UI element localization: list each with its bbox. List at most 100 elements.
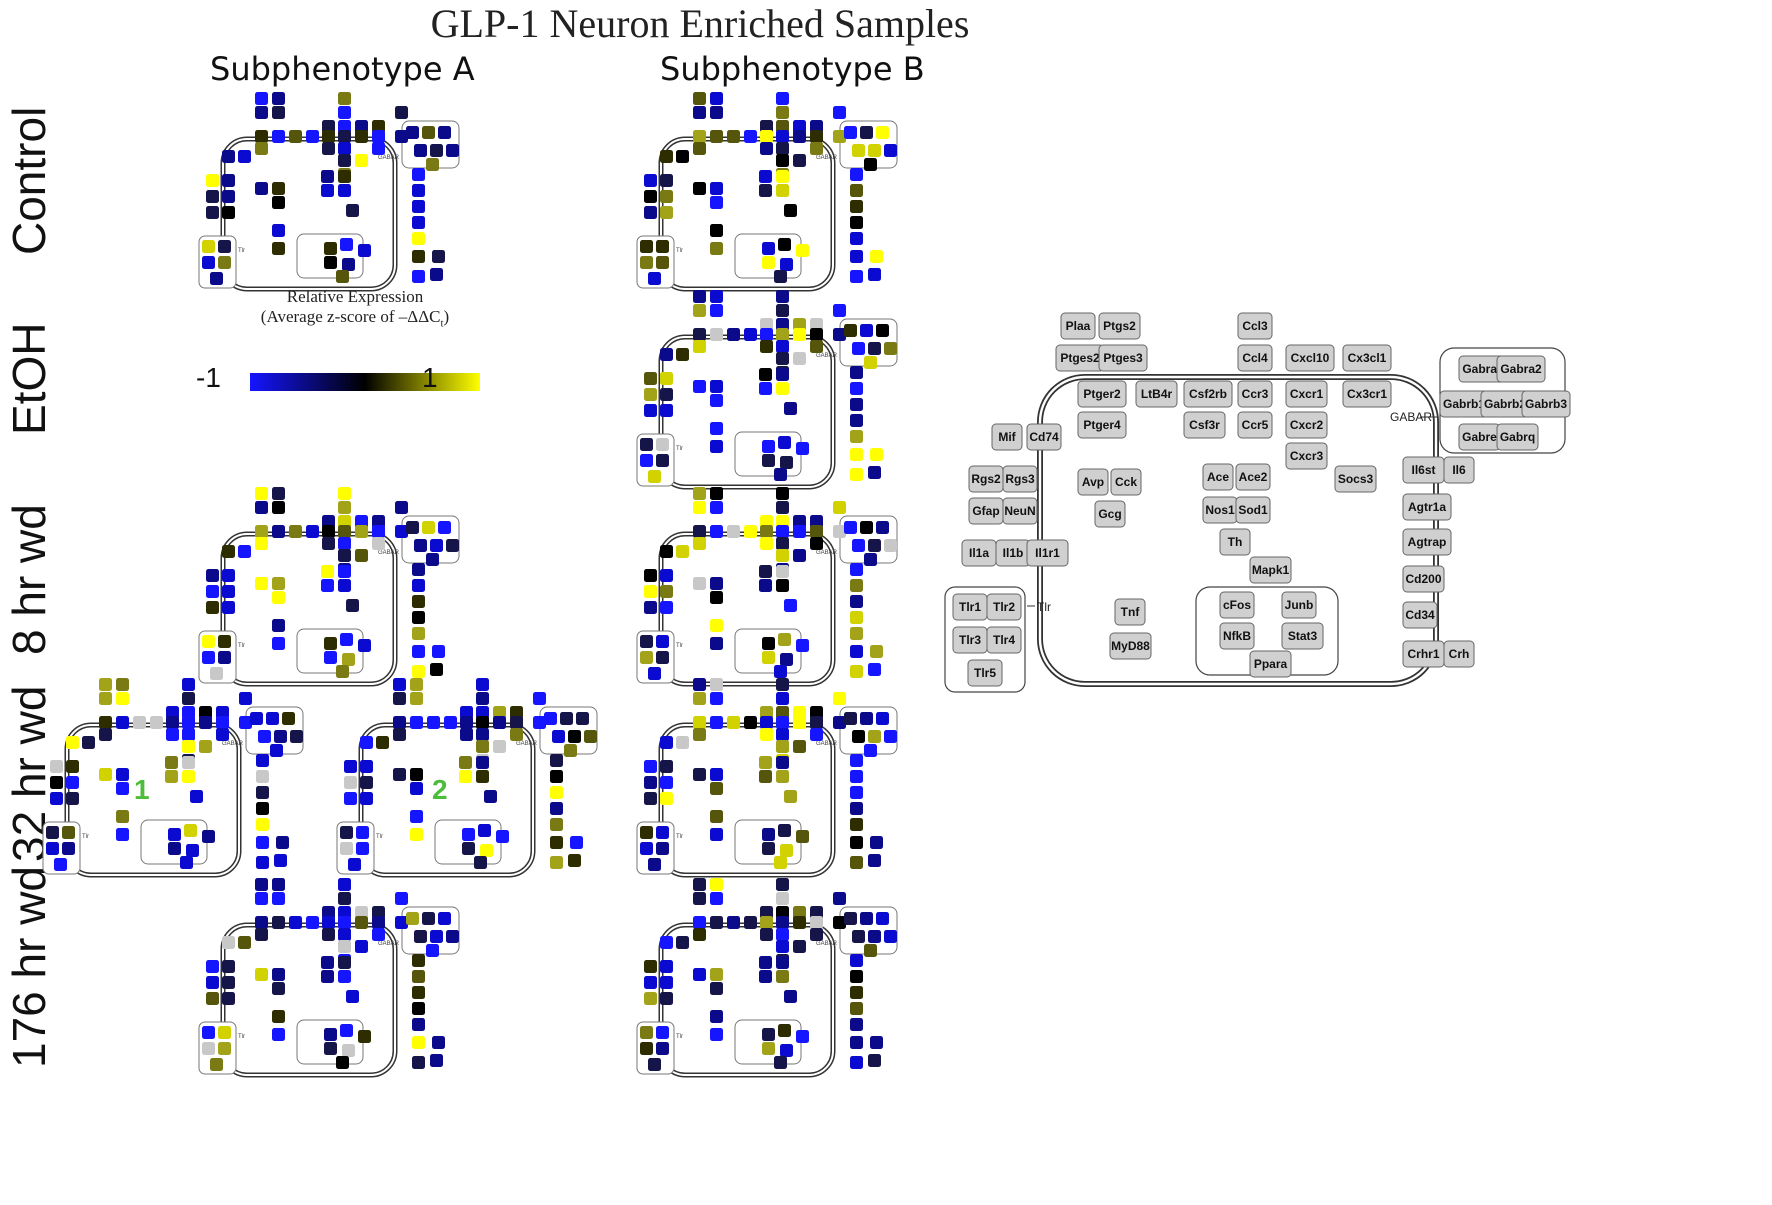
expression-square <box>133 716 146 729</box>
gene-box-cxcl10: Cxcl10 <box>1285 344 1335 372</box>
expression-square <box>776 525 789 538</box>
expression-square <box>710 1010 723 1023</box>
gene-box-gcg-rect <box>1094 500 1126 528</box>
expression-square <box>289 525 302 538</box>
expression-square <box>744 328 757 341</box>
expression-square <box>372 142 385 155</box>
expression-square <box>432 645 445 658</box>
gene-label-tlr1: Tlr1 <box>959 600 981 614</box>
expression-square <box>206 960 219 973</box>
expression-square <box>656 454 669 467</box>
expression-square <box>693 142 706 155</box>
expression-square <box>710 782 723 795</box>
expression-square <box>660 976 673 989</box>
expression-square <box>833 892 846 905</box>
expression-square <box>760 906 773 919</box>
gene-label-ptges3: Ptges3 <box>1103 351 1143 365</box>
gene-label-cx3cr1: Cx3cr1 <box>1347 387 1387 401</box>
gene-box-tlr4-rect <box>986 626 1022 654</box>
gene-box-cxcr2-rect <box>1285 411 1328 439</box>
expression-square <box>338 940 351 953</box>
gene-box-nfkb: NfkB <box>1219 622 1255 650</box>
expression-square <box>759 565 772 578</box>
expression-square <box>864 944 877 957</box>
expression-square <box>810 906 823 919</box>
expression-square <box>744 716 757 729</box>
expression-square <box>340 238 353 251</box>
expression-square <box>656 1042 669 1055</box>
expression-square <box>533 692 546 705</box>
expression-square <box>776 549 789 562</box>
gene-box-gabrb3-rect <box>1521 390 1571 418</box>
expression-square <box>759 970 772 983</box>
expression-square <box>660 348 673 361</box>
expression-square <box>222 174 235 187</box>
expression-square <box>344 760 357 773</box>
expression-square <box>338 106 351 119</box>
gene-box-nos1: Nos1 <box>1202 496 1238 524</box>
expression-square <box>476 740 489 753</box>
expression-square <box>256 818 269 831</box>
expression-square <box>710 692 723 705</box>
expression-square <box>54 858 67 871</box>
expression-square <box>776 318 789 331</box>
expression-square <box>796 639 809 652</box>
expression-square <box>272 92 285 105</box>
gene-label-gabrb2: Gabrb2 <box>1484 397 1526 411</box>
gene-label-gabre: Gabre <box>1462 430 1497 444</box>
expression-square <box>356 826 369 839</box>
expression-square <box>206 174 219 187</box>
expression-square <box>272 525 285 538</box>
gene-box-crh-rect <box>1443 640 1475 668</box>
expression-square <box>850 414 863 427</box>
gene-label-gabra2: Gabra2 <box>1500 362 1542 376</box>
expression-square <box>660 960 673 973</box>
expression-square <box>414 539 427 552</box>
expression-square <box>356 842 369 855</box>
expression-square <box>289 130 302 143</box>
expression-square <box>218 1026 231 1039</box>
expression-square <box>710 440 723 453</box>
expression-square <box>406 912 419 925</box>
expression-square <box>762 1028 775 1041</box>
expression-square <box>344 776 357 789</box>
expression-square <box>218 651 231 664</box>
expression-square <box>640 438 653 451</box>
expression-square <box>833 501 846 514</box>
expression-panel-10 <box>637 878 897 1075</box>
expression-square <box>238 936 251 949</box>
expression-square <box>710 525 723 538</box>
expression-square <box>793 352 806 365</box>
expression-square <box>656 826 669 839</box>
expression-square <box>776 916 789 929</box>
expression-square <box>776 940 789 953</box>
expression-square <box>810 706 823 719</box>
expression-square <box>776 120 789 133</box>
expression-square <box>850 232 863 245</box>
expression-square <box>844 521 857 534</box>
expression-square <box>810 525 823 538</box>
expression-square <box>184 824 197 837</box>
expression-square <box>727 130 740 143</box>
expression-square <box>338 142 351 155</box>
gene-label-ptger2: Ptger2 <box>1083 387 1121 401</box>
legend-title-line2-text: (Average z-score of –ΔΔC <box>260 307 441 326</box>
expression-square <box>255 106 268 119</box>
expression-square <box>693 525 706 538</box>
expression-square <box>693 928 706 941</box>
expression-square <box>206 206 219 219</box>
expression-square <box>710 328 723 341</box>
expression-square <box>744 916 757 929</box>
expression-square <box>116 768 129 781</box>
gene-box-il1b: Il1b <box>995 539 1031 567</box>
expression-square <box>250 712 263 725</box>
expression-square <box>355 916 368 929</box>
expression-square <box>868 663 881 676</box>
expression-square <box>238 545 251 558</box>
expression-square <box>776 328 789 341</box>
expression-square <box>760 328 773 341</box>
expression-square <box>774 856 787 869</box>
expression-square <box>693 892 706 905</box>
expression-square <box>414 144 427 157</box>
